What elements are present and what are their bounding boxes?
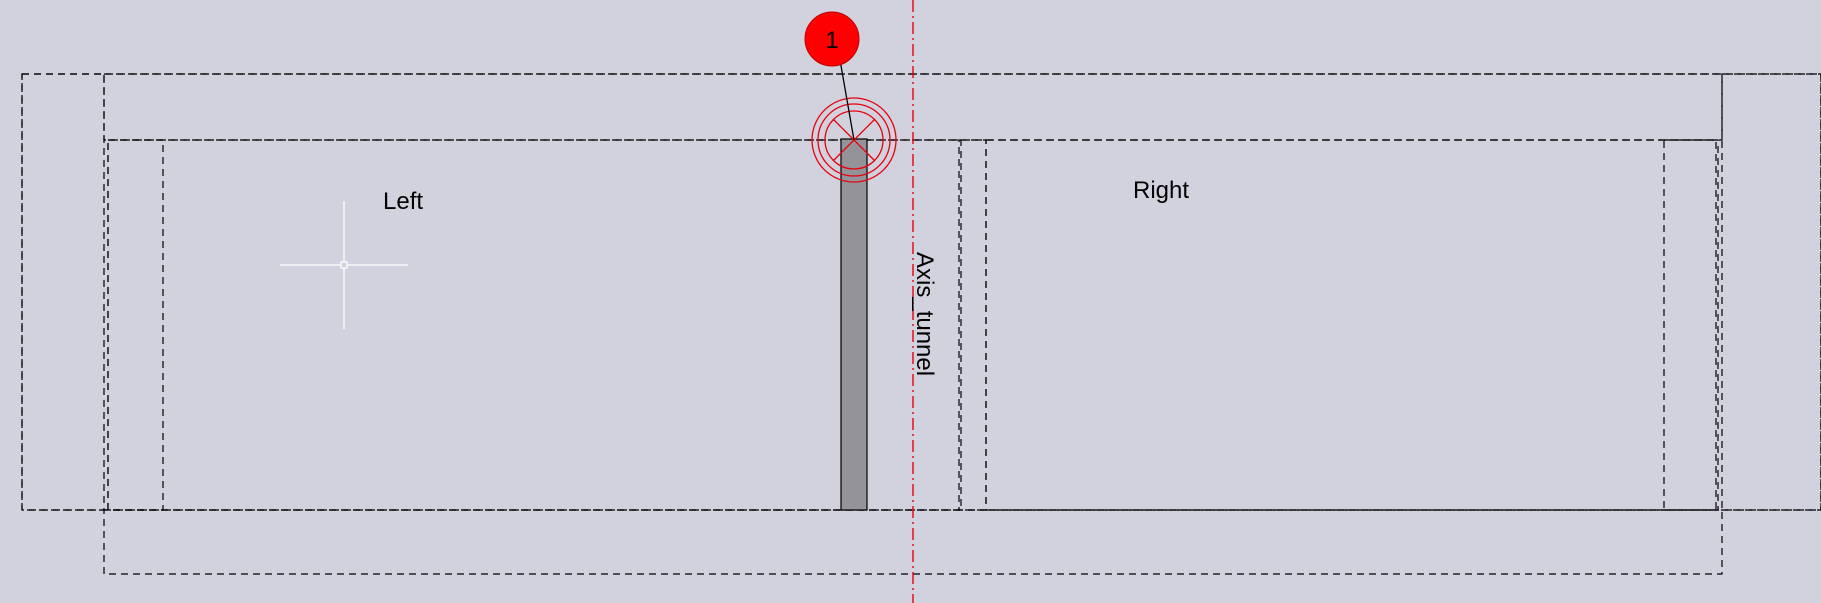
- left-room-outline: [107, 139, 962, 511]
- marker-balloon[interactable]: [804, 11, 860, 67]
- axis-tunnel-label: Axis_tunnel: [911, 252, 938, 376]
- crosshair-cursor-icon: [280, 201, 408, 329]
- left-inner-wall-outline: [107, 139, 164, 511]
- right-label: Right: [1133, 177, 1189, 204]
- right-room-outline: [985, 139, 1717, 511]
- left-outer-wall-outline: [21, 73, 105, 511]
- middle-wall-outline: [958, 139, 987, 511]
- marker-leader-line: [839, 59, 855, 141]
- bottom-slab-outline: [103, 509, 1723, 575]
- number-balloon-icon[interactable]: 1: [804, 11, 860, 67]
- right-outer-wall-outline: [1721, 73, 1821, 511]
- right-inner-wall-outline: [1663, 139, 1719, 511]
- left-label: Left: [383, 188, 423, 215]
- pillar-element[interactable]: [840, 138, 868, 511]
- marker-number: 1: [825, 27, 838, 54]
